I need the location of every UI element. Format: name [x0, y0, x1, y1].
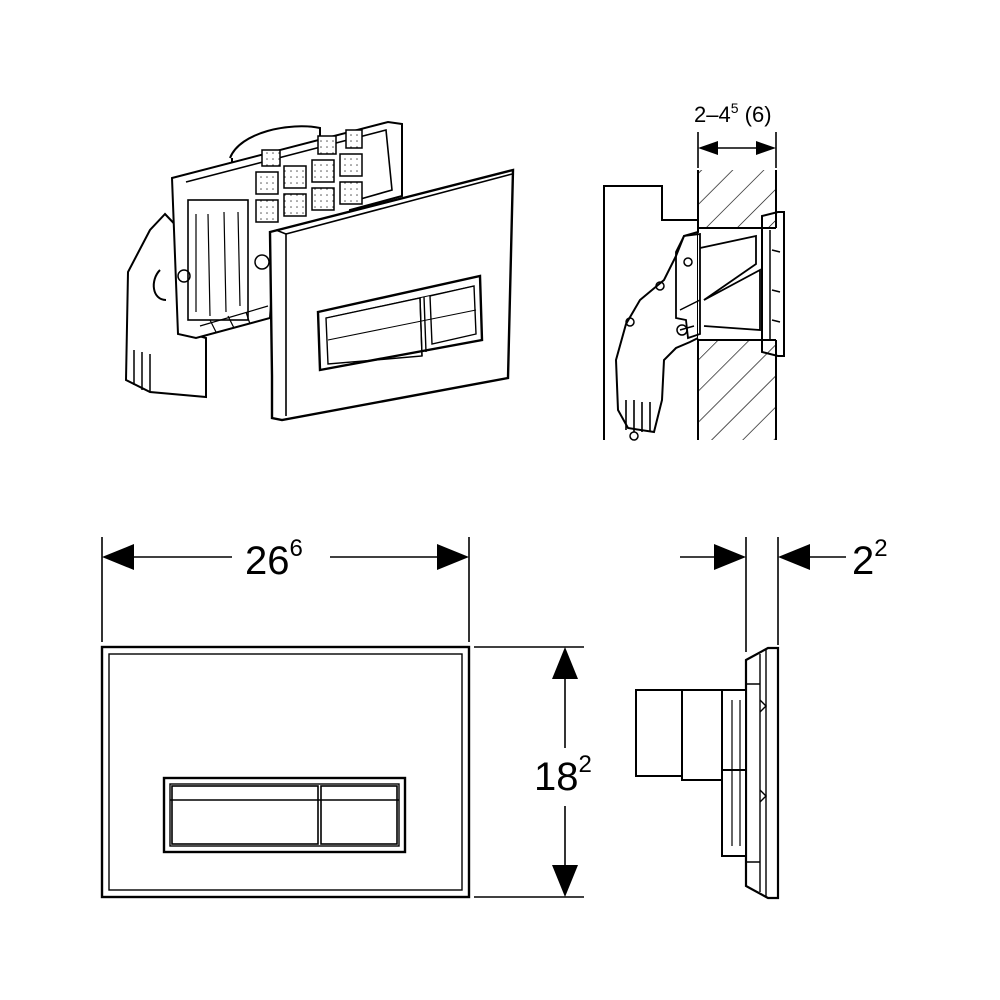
- side-plate: [761, 211, 785, 357]
- front-plate-inner: [108, 653, 463, 891]
- front-view: 266 182: [100, 535, 592, 899]
- front-buttons: [162, 776, 407, 854]
- svg-text:266: 266: [245, 535, 303, 583]
- wall-range-paren: (6): [739, 102, 772, 127]
- height-label-main: 18: [534, 755, 579, 799]
- depth-label-main: 2: [852, 539, 874, 583]
- svg-text:2–45 (6): 2–45 (6): [694, 100, 772, 127]
- wall-range-main: 2–4: [694, 102, 731, 127]
- front-plate-outer: [100, 645, 471, 899]
- side-view-plate: [744, 646, 780, 900]
- depth-label-sup: 2: [874, 535, 887, 562]
- wall-range-sup: 5: [731, 100, 739, 116]
- height-label-sup: 2: [579, 751, 592, 778]
- side-view-body: [635, 689, 747, 857]
- depth-dimension: 22: [680, 535, 888, 652]
- wall-range-dimension: 2–45 (6): [694, 100, 777, 168]
- side-section-view: 2–45 (6): [603, 100, 785, 441]
- width-label-main: 26: [245, 539, 290, 583]
- side-cistern: [603, 185, 699, 440]
- width-dimension: 266: [101, 535, 470, 642]
- side-view: 22: [635, 535, 888, 900]
- svg-text:22: 22: [852, 535, 888, 583]
- height-dimension: 182: [474, 646, 592, 898]
- width-label-sup: 6: [290, 535, 303, 562]
- isometric-view: [124, 120, 515, 422]
- iso-flush-plate: [268, 168, 515, 422]
- svg-text:182: 182: [534, 751, 592, 799]
